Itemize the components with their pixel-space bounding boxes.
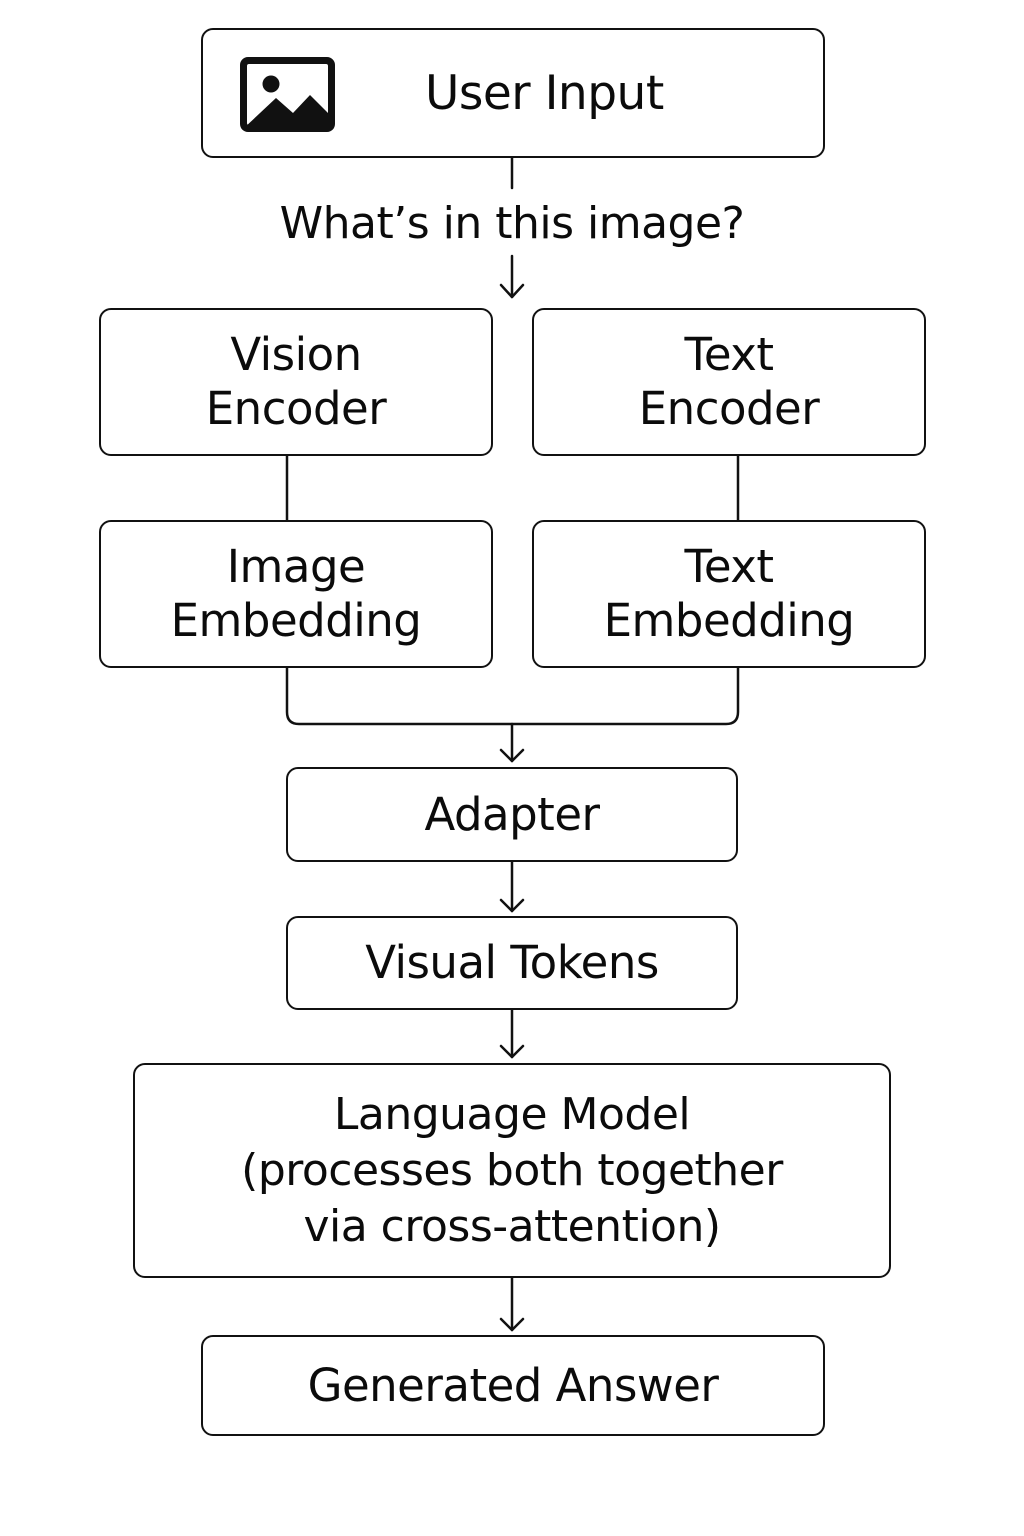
generated-answer-box: Generated Answer [201,1335,825,1436]
arrowhead-to-adapter [499,748,525,763]
image-embedding-label: Image Embedding [170,540,422,647]
user-input-label: User Input [425,66,664,121]
text-embedding-label: Text Embedding [603,540,855,647]
language-model-label: Language Model (processes both together … [241,1088,783,1252]
text-embedding-box: Text Embedding [532,520,926,668]
arrowhead-to-encoders [499,283,525,299]
adapter-box: Adapter [286,767,738,862]
arrowhead-to-generated-answer [499,1317,525,1332]
language-model-box: Language Model (processes both together … [133,1063,891,1278]
image-icon [240,57,335,132]
visual-tokens-label: Visual Tokens [365,936,659,989]
adapter-label: Adapter [424,787,600,841]
query-text: What’s in this image? [279,198,745,249]
text-encoder-box: Text Encoder [532,308,926,456]
visual-tokens-box: Visual Tokens [286,916,738,1010]
image-embedding-box: Image Embedding [99,520,493,668]
arrowhead-to-language-model [499,1044,525,1059]
vision-encoder-box: Vision Encoder [99,308,493,456]
generated-answer-label: Generated Answer [307,1358,719,1412]
arrowhead-to-visual-tokens [499,898,525,913]
connector-merge-embeddings [285,666,740,726]
text-encoder-label: Text Encoder [638,328,820,435]
vision-encoder-label: Vision Encoder [205,328,387,435]
